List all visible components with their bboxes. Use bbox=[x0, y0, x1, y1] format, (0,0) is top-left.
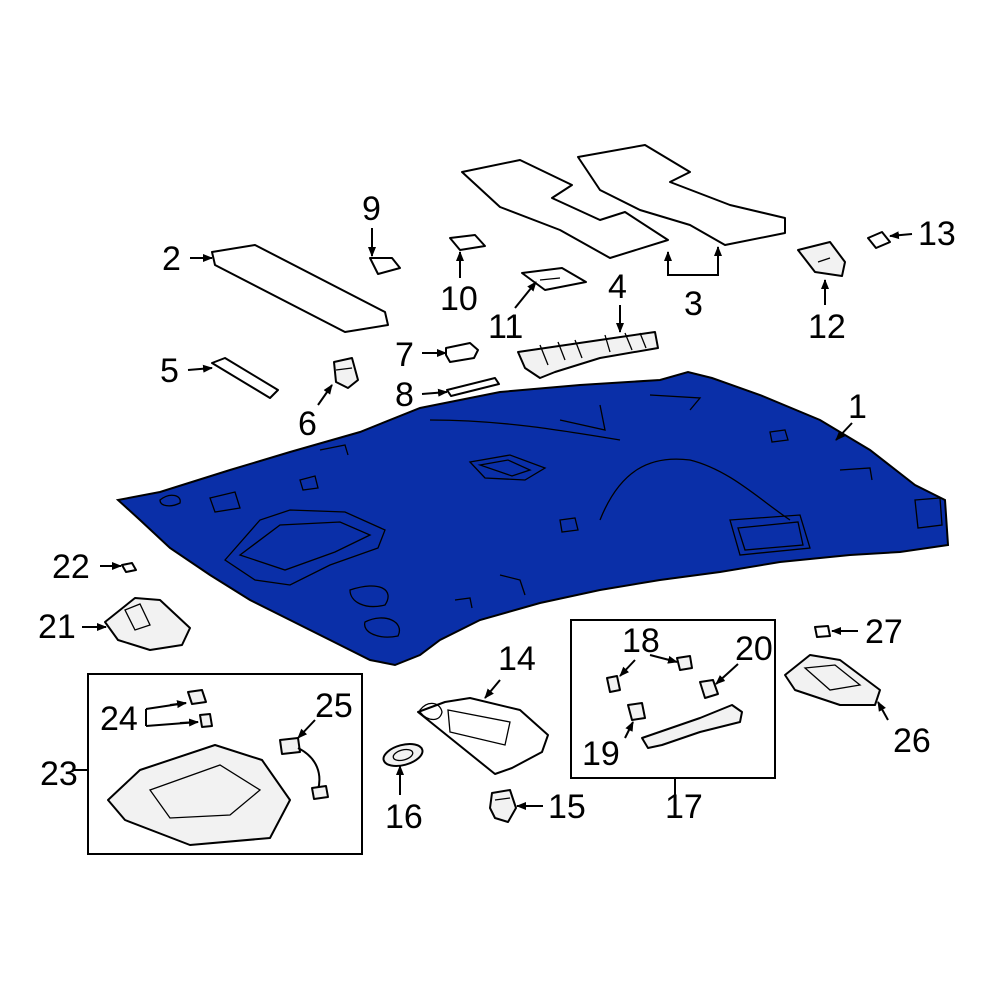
callout-1: 1 bbox=[848, 388, 867, 426]
clip-part-6[interactable] bbox=[333, 357, 359, 389]
leader-lines bbox=[74, 228, 913, 810]
sun-visor-part-14[interactable] bbox=[417, 697, 549, 775]
callout-8: 8 bbox=[395, 376, 414, 414]
visor-clip-part-15[interactable] bbox=[489, 789, 517, 823]
headliner-detail-lines bbox=[159, 394, 943, 638]
clip-part-19 bbox=[627, 702, 646, 721]
callout-2: 2 bbox=[162, 240, 181, 278]
clip-part-18a bbox=[606, 675, 621, 693]
pad-part-3[interactable] bbox=[461, 144, 786, 259]
strip-part-8[interactable] bbox=[446, 377, 500, 397]
console-box-23[interactable] bbox=[87, 673, 363, 855]
callout-3: 3 bbox=[684, 285, 703, 323]
callout-27: 27 bbox=[865, 613, 903, 651]
bulb-part-27[interactable] bbox=[814, 625, 831, 638]
pad-part-10[interactable] bbox=[449, 234, 486, 251]
grab-handle-box-17[interactable] bbox=[570, 619, 776, 779]
cap-part-16[interactable] bbox=[381, 740, 425, 770]
callout-9: 9 bbox=[362, 190, 381, 228]
lamp-part-26[interactable] bbox=[784, 654, 881, 706]
pad-part-9[interactable] bbox=[369, 257, 401, 275]
pad-part-11[interactable] bbox=[521, 267, 587, 291]
callout-22: 22 bbox=[52, 548, 90, 586]
bulb-part-22[interactable] bbox=[121, 562, 137, 573]
callout-11: 11 bbox=[488, 308, 523, 346]
callout-18: 18 bbox=[622, 622, 660, 660]
grab-handle bbox=[641, 704, 743, 749]
lamp-part-21[interactable] bbox=[104, 597, 191, 651]
callout-24: 24 bbox=[100, 700, 138, 738]
bracket-part-4[interactable] bbox=[517, 331, 659, 379]
clip-part-13[interactable] bbox=[867, 231, 891, 249]
callout-5: 5 bbox=[160, 352, 179, 390]
strip-part-5[interactable] bbox=[211, 357, 279, 399]
overhead-console bbox=[107, 744, 291, 846]
headliner-part-1[interactable] bbox=[115, 370, 950, 667]
callout-10: 10 bbox=[440, 280, 478, 318]
pad-part-2[interactable] bbox=[211, 244, 389, 333]
callout-26: 26 bbox=[893, 722, 931, 760]
callout-19: 19 bbox=[582, 735, 620, 773]
callout-13: 13 bbox=[918, 215, 956, 253]
cover-part-12[interactable] bbox=[797, 241, 846, 277]
callout-6: 6 bbox=[298, 405, 317, 443]
screw-part-24b bbox=[199, 713, 213, 728]
callout-20: 20 bbox=[735, 630, 773, 668]
callout-7: 7 bbox=[395, 336, 414, 374]
callout-21: 21 bbox=[38, 608, 76, 646]
clip-part-20 bbox=[699, 679, 719, 699]
callout-25: 25 bbox=[315, 687, 353, 725]
callout-15: 15 bbox=[548, 788, 586, 826]
callout-17: 17 bbox=[665, 788, 703, 826]
callout-23: 23 bbox=[40, 755, 78, 793]
callout-14: 14 bbox=[498, 640, 536, 678]
callout-4: 4 bbox=[608, 268, 627, 306]
clip-part-18b bbox=[676, 655, 693, 671]
screw-part-24a bbox=[187, 689, 207, 705]
callout-16: 16 bbox=[385, 798, 423, 836]
block-part-7[interactable] bbox=[445, 342, 479, 363]
callout-labels: 1 2 3 4 5 6 7 8 9 10 11 12 13 14 15 16 1… bbox=[38, 190, 956, 836]
callout-12: 12 bbox=[808, 308, 846, 346]
connector-part-25 bbox=[279, 737, 301, 755]
